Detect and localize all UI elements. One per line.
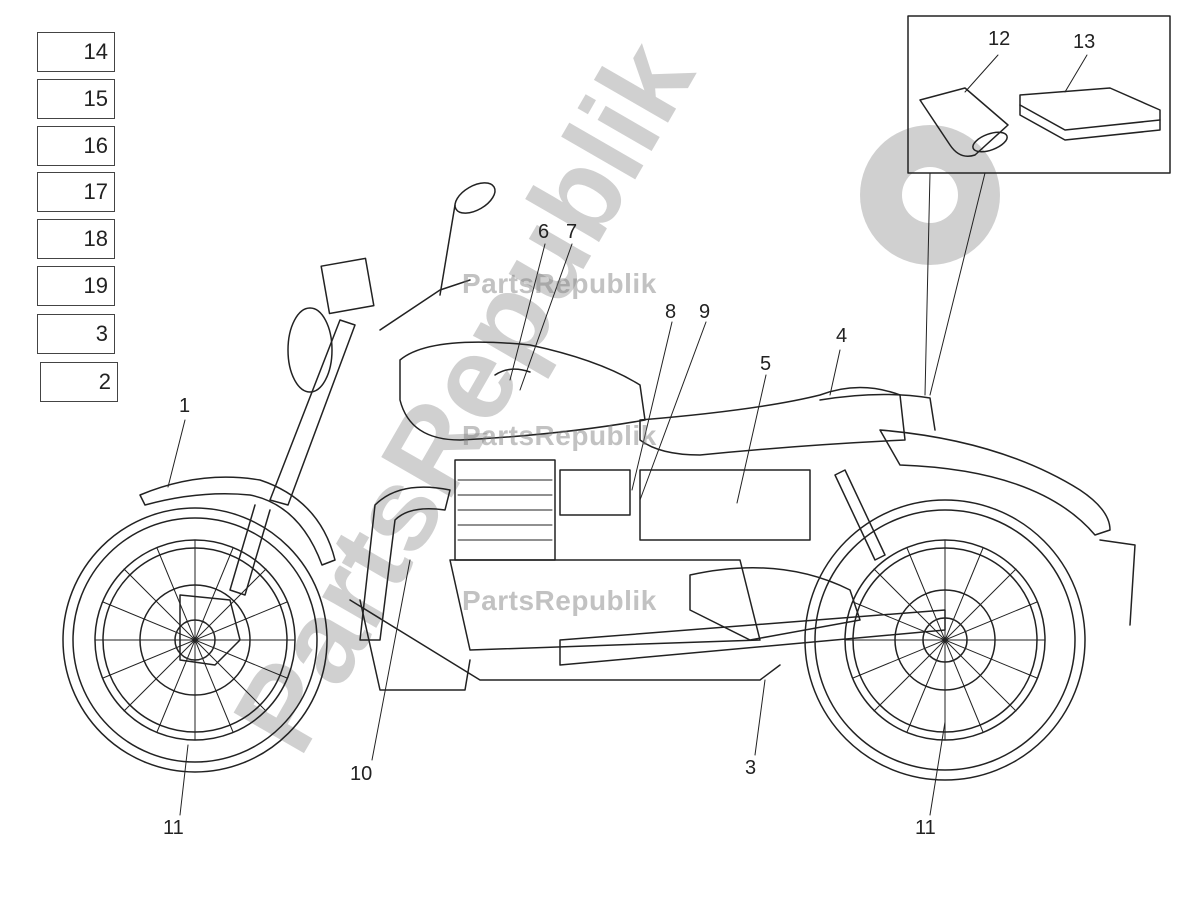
watermark-text-3: PartsRepublik xyxy=(462,585,657,616)
callout-13: 13 xyxy=(1073,31,1096,53)
legend-box-3: 3 xyxy=(37,314,115,354)
gauge xyxy=(320,257,375,315)
legend-box-19: 19 xyxy=(37,266,115,306)
legend-box-18: 18 xyxy=(37,219,115,259)
engine xyxy=(449,459,811,651)
headlight xyxy=(287,307,333,393)
legend-label: 16 xyxy=(83,133,108,158)
license-bracket xyxy=(1099,539,1136,626)
callout-8: 8 xyxy=(665,301,677,323)
front-fender xyxy=(139,476,336,566)
legend-box-14: 14 xyxy=(37,32,115,72)
callout-11-rear: 11 xyxy=(915,817,936,839)
legend-label: 2 xyxy=(98,369,111,394)
callout-3: 3 xyxy=(745,757,757,779)
callout-12: 12 xyxy=(988,28,1011,50)
legend-label: 3 xyxy=(95,321,108,346)
exhaust-header xyxy=(359,486,451,641)
passenger-seat xyxy=(819,393,936,431)
legend-label: 14 xyxy=(83,39,108,64)
rear-shock xyxy=(834,469,886,561)
muffler xyxy=(689,567,861,641)
callout-7: 7 xyxy=(566,221,578,243)
callout-4: 4 xyxy=(836,325,848,347)
owner-manual xyxy=(1019,87,1161,141)
legend-label: 15 xyxy=(83,86,108,111)
callout-6: 6 xyxy=(538,221,550,243)
callout-1: 1 xyxy=(179,395,191,417)
legend-label: 17 xyxy=(83,179,108,204)
legend-box-2: 2 xyxy=(40,362,118,402)
watermark-text-1: PartsRepublik xyxy=(462,268,657,299)
rear-fender xyxy=(879,429,1111,536)
mirror xyxy=(454,182,496,214)
callout-9: 9 xyxy=(699,301,711,323)
callout-5: 5 xyxy=(760,353,772,375)
legend-label: 18 xyxy=(83,226,108,251)
seat xyxy=(639,386,906,456)
handlebar xyxy=(379,279,471,331)
leader-lines xyxy=(167,54,1088,816)
front-fork xyxy=(269,319,356,506)
legend-box-16: 16 xyxy=(37,126,115,166)
legend-box-15: 15 xyxy=(37,79,115,119)
watermark-text-2: PartsRepublik xyxy=(462,420,657,451)
mirror-stem xyxy=(439,204,456,296)
key-fob xyxy=(919,87,1009,157)
rear-wheel xyxy=(804,499,1086,781)
legend-box-17: 17 xyxy=(37,172,115,212)
callout-11-front: 11 xyxy=(163,817,184,839)
legend-label: 19 xyxy=(83,273,108,298)
frame xyxy=(349,599,781,681)
callout-10: 10 xyxy=(350,763,373,785)
swingarm xyxy=(559,609,946,666)
kit-panel xyxy=(907,15,1171,174)
front-wheel xyxy=(62,507,328,773)
